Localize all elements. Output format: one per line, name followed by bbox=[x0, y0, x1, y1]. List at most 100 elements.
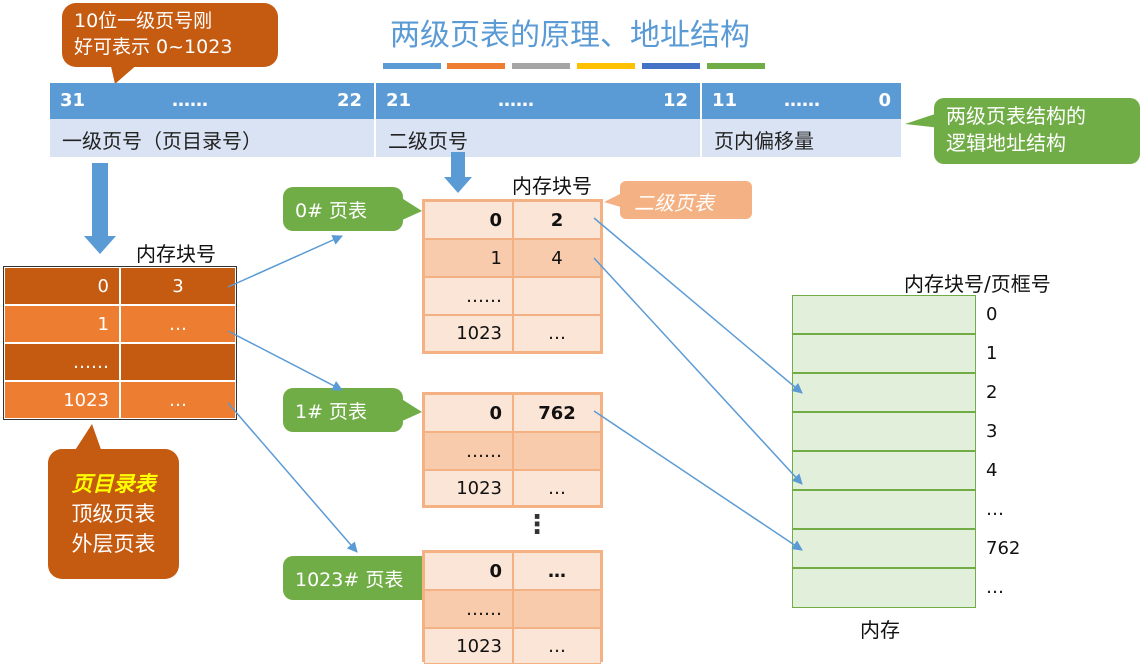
addr-label-2: 二级页号 bbox=[376, 119, 700, 157]
pt0-idx: 0 bbox=[424, 201, 513, 239]
addr-field-3-lo: 0 bbox=[878, 90, 891, 111]
pt-block-label: 内存块号 bbox=[512, 174, 592, 198]
pt0-val: 2 bbox=[513, 201, 601, 239]
table-row: …… bbox=[4, 343, 236, 381]
pt0-val: … bbox=[513, 315, 601, 352]
addr-field-3-hi: 11 bbox=[712, 90, 738, 111]
down-arrow-1-icon bbox=[84, 236, 116, 254]
memory-frame-label: 3 bbox=[986, 421, 998, 442]
memory-frame bbox=[792, 490, 976, 529]
color-bar-6 bbox=[707, 63, 765, 69]
memory-frame-label: 762 bbox=[986, 538, 1021, 559]
memory-caption: 内存 bbox=[860, 618, 900, 642]
arrow-dir1-to-table1 bbox=[227, 330, 343, 391]
addr-field-3: 11 …… 0 bbox=[702, 83, 901, 119]
down-arrow-2-shaft bbox=[451, 152, 465, 178]
memory-frame bbox=[792, 373, 976, 412]
pt1023-idx: 0 bbox=[424, 552, 513, 590]
pt1023-val: … bbox=[513, 552, 601, 590]
pt1-val: … bbox=[513, 470, 601, 506]
dir-callout-title: 页目录表 bbox=[71, 472, 156, 496]
addr-callout: 两级页表结构的 逻辑地址结构 bbox=[934, 98, 1140, 164]
pt0-idx: 1 bbox=[424, 239, 513, 277]
memory-frame-label: … bbox=[986, 577, 1004, 598]
addr-field-1-hi: 31 bbox=[60, 90, 86, 111]
addr-field-2: 21 …… 12 bbox=[376, 83, 700, 119]
page-table-1023: 0 … …… 1023 … bbox=[422, 550, 603, 664]
memory-frame bbox=[792, 334, 976, 373]
second-level-tag: 二级页表 bbox=[620, 181, 752, 219]
memory-frame-label: 2 bbox=[986, 382, 998, 403]
pt1-idx: 0 bbox=[424, 394, 513, 432]
second-level-tag-pointer bbox=[604, 192, 624, 208]
pt1023-val bbox=[513, 590, 601, 628]
table1-label-pointer bbox=[400, 398, 422, 422]
table-row: 1 … bbox=[4, 305, 236, 343]
arrow-pt762-to-frame762 bbox=[593, 410, 803, 551]
memory-frame-label: 1 bbox=[986, 343, 998, 364]
addr-callout-line2: 逻辑地址结构 bbox=[946, 131, 1066, 155]
addr-field-1-dots: …… bbox=[172, 90, 208, 111]
memory-frame bbox=[792, 568, 976, 608]
pt0-idx: 1023 bbox=[424, 315, 513, 352]
memory-frame-label: 4 bbox=[986, 460, 998, 481]
down-arrow-1-shaft bbox=[92, 163, 108, 238]
dir-callout: 页目录表 顶级页表 外层页表 bbox=[48, 449, 179, 579]
addr-field-3-dots: …… bbox=[784, 90, 820, 111]
bits-callout-line2: 好可表示 0~1023 bbox=[74, 36, 233, 58]
arrow-pt0-to-frame2 bbox=[593, 217, 803, 394]
arrow-pt1-to-frame4 bbox=[593, 257, 803, 485]
pt1023-idx: …… bbox=[424, 590, 513, 628]
dir-val: 3 bbox=[120, 267, 236, 305]
dir-idx: …… bbox=[4, 343, 120, 381]
addr-field-1-lo: 22 bbox=[336, 90, 362, 111]
memory-frame bbox=[792, 295, 976, 334]
dir-callout-line3: 外层页表 bbox=[71, 532, 156, 556]
pt1-idx: 1023 bbox=[424, 470, 513, 506]
bits-callout-line1: 10位一级页号刚 bbox=[74, 10, 213, 32]
dir-idx: 1023 bbox=[4, 381, 120, 419]
pt1023-val: … bbox=[513, 628, 601, 664]
memory-frame-label: 0 bbox=[986, 304, 998, 325]
page-table-0: 0 2 1 4 …… 1023 … bbox=[422, 199, 603, 354]
addr-field-2-dots: …… bbox=[498, 90, 534, 111]
more-tables-ellipsis: ⋮ bbox=[524, 510, 550, 540]
bits-callout: 10位一级页号刚 好可表示 0~1023 bbox=[62, 3, 278, 67]
addr-field-1: 31 …… 22 bbox=[50, 83, 374, 119]
addr-label-1: 一级页号（页目录号） bbox=[50, 119, 374, 157]
down-arrow-2-icon bbox=[444, 177, 472, 193]
table-row: 0 3 bbox=[4, 267, 236, 305]
table1023-label: 1023# 页表 bbox=[283, 556, 435, 600]
pt1-val bbox=[513, 432, 601, 470]
dir-block-label: 内存块号 bbox=[136, 242, 216, 266]
color-bar-4 bbox=[577, 63, 635, 69]
color-bar-2 bbox=[447, 63, 505, 69]
pt1-idx: …… bbox=[424, 432, 513, 470]
color-bar-3 bbox=[512, 63, 570, 69]
diagram-title: 两级页表的原理、地址结构 bbox=[390, 18, 750, 53]
color-bar-5 bbox=[642, 63, 700, 69]
pt0-val: 4 bbox=[513, 239, 601, 277]
memory-frame bbox=[792, 412, 976, 451]
addr-callout-line1: 两级页表结构的 bbox=[946, 104, 1086, 128]
memory-header: 内存块号/页框号 bbox=[904, 272, 1051, 296]
dir-val: … bbox=[120, 305, 236, 343]
color-bar-1 bbox=[383, 63, 441, 69]
memory-frame bbox=[792, 451, 976, 490]
arrow-dir0-to-table0 bbox=[227, 235, 343, 288]
table-row: 1023 … bbox=[4, 381, 236, 419]
pt1-val: 762 bbox=[513, 394, 601, 432]
page-table-1: 0 762 …… 1023 … bbox=[422, 392, 603, 508]
dir-idx: 1 bbox=[4, 305, 120, 343]
page-directory-table: 0 3 1 … …… 1023 … bbox=[3, 266, 237, 420]
addr-field-2-lo: 12 bbox=[662, 90, 688, 111]
dir-val: … bbox=[120, 381, 236, 419]
dir-idx: 0 bbox=[4, 267, 120, 305]
table1-label: 1# 页表 bbox=[283, 388, 403, 432]
table0-label: 0# 页表 bbox=[283, 187, 403, 231]
pt0-idx: …… bbox=[424, 277, 513, 315]
dir-callout-line2: 顶级页表 bbox=[71, 502, 156, 526]
addr-callout-pointer bbox=[905, 112, 941, 128]
addr-field-2-hi: 21 bbox=[386, 90, 412, 111]
addr-label-3: 页内偏移量 bbox=[702, 119, 901, 157]
